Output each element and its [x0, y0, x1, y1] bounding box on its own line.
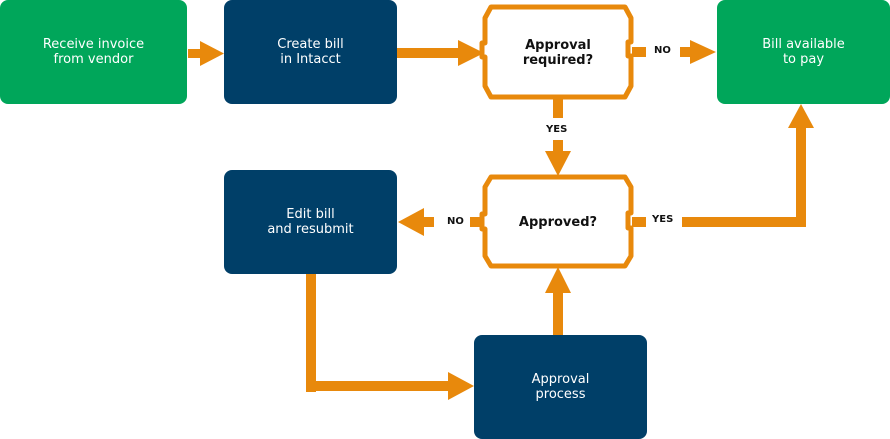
edge-label-approved-yes: YES [649, 214, 677, 225]
arrow-required-no-to-available [632, 40, 716, 64]
node-approval-process-label: Approval process [531, 372, 590, 402]
edge-label-required-no: NO [651, 45, 674, 56]
node-approval-required: Approval required? [490, 12, 626, 94]
node-receive-invoice: Receive invoice from vendor [0, 0, 187, 104]
arrow-edit-to-process [306, 274, 474, 400]
node-approved-label: Approved? [518, 214, 598, 230]
node-edit-bill: Edit bill and resubmit [224, 170, 397, 274]
node-edit-bill-label: Edit bill and resubmit [267, 207, 354, 237]
arrow-create-to-required [397, 40, 484, 66]
node-receive-invoice-label: Receive invoice from vendor [42, 37, 145, 67]
arrow-approved-no-to-edit [398, 208, 482, 236]
arrow-receive-to-create [188, 41, 224, 66]
node-create-bill: Create bill in Intacct [224, 0, 397, 104]
node-create-bill-label: Create bill in Intacct [277, 37, 344, 67]
node-approval-required-label: Approval required? [522, 38, 594, 68]
node-bill-available-label: Bill available to pay [762, 37, 845, 67]
edge-label-approved-no: NO [444, 216, 467, 227]
node-approval-process: Approval process [474, 335, 647, 439]
arrow-required-yes-to-approved [545, 98, 571, 176]
node-bill-available: Bill available to pay [717, 0, 890, 104]
node-approved: Approved? [490, 182, 626, 262]
arrow-process-to-approved [545, 267, 571, 336]
edge-label-required-yes: YES [543, 124, 571, 135]
arrow-approved-yes-to-available [632, 104, 814, 227]
